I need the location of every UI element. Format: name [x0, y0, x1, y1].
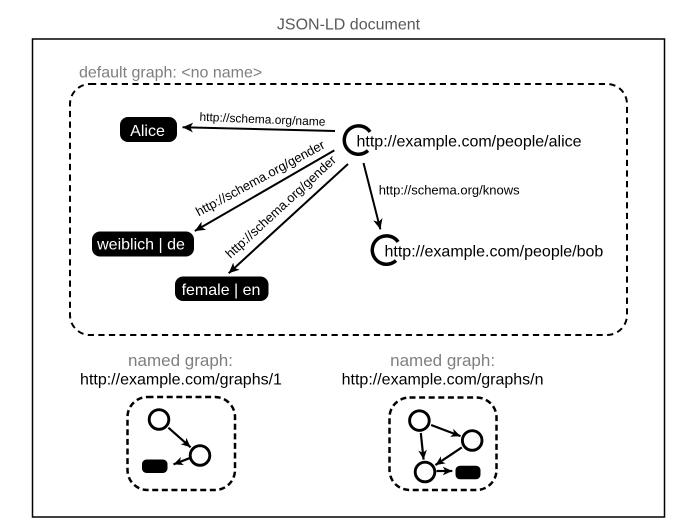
svg-text:http://example.com/graphs/1: http://example.com/graphs/1 [80, 371, 282, 388]
svg-text:JSON-LD document: JSON-LD document [277, 17, 421, 34]
svg-text:http://schema.org/knows: http://schema.org/knows [379, 183, 520, 198]
svg-text:Alice: Alice [130, 123, 165, 140]
svg-text:weiblich | de: weiblich | de [96, 237, 185, 254]
svg-text:http://schema.org/name: http://schema.org/name [199, 110, 326, 129]
svg-text:http://example.com/people/bob: http://example.com/people/bob [385, 244, 604, 261]
svg-text:named graph:: named graph: [390, 351, 495, 370]
svg-text:http://example.com/graphs/n: http://example.com/graphs/n [342, 371, 544, 388]
svg-text:named graph:: named graph: [128, 351, 233, 370]
svg-text:female | en: female | en [182, 282, 261, 299]
svg-text:default graph: <no name>: default graph: <no name> [79, 65, 262, 82]
svg-text:http://example.com/people/alic: http://example.com/people/alice [357, 134, 582, 151]
